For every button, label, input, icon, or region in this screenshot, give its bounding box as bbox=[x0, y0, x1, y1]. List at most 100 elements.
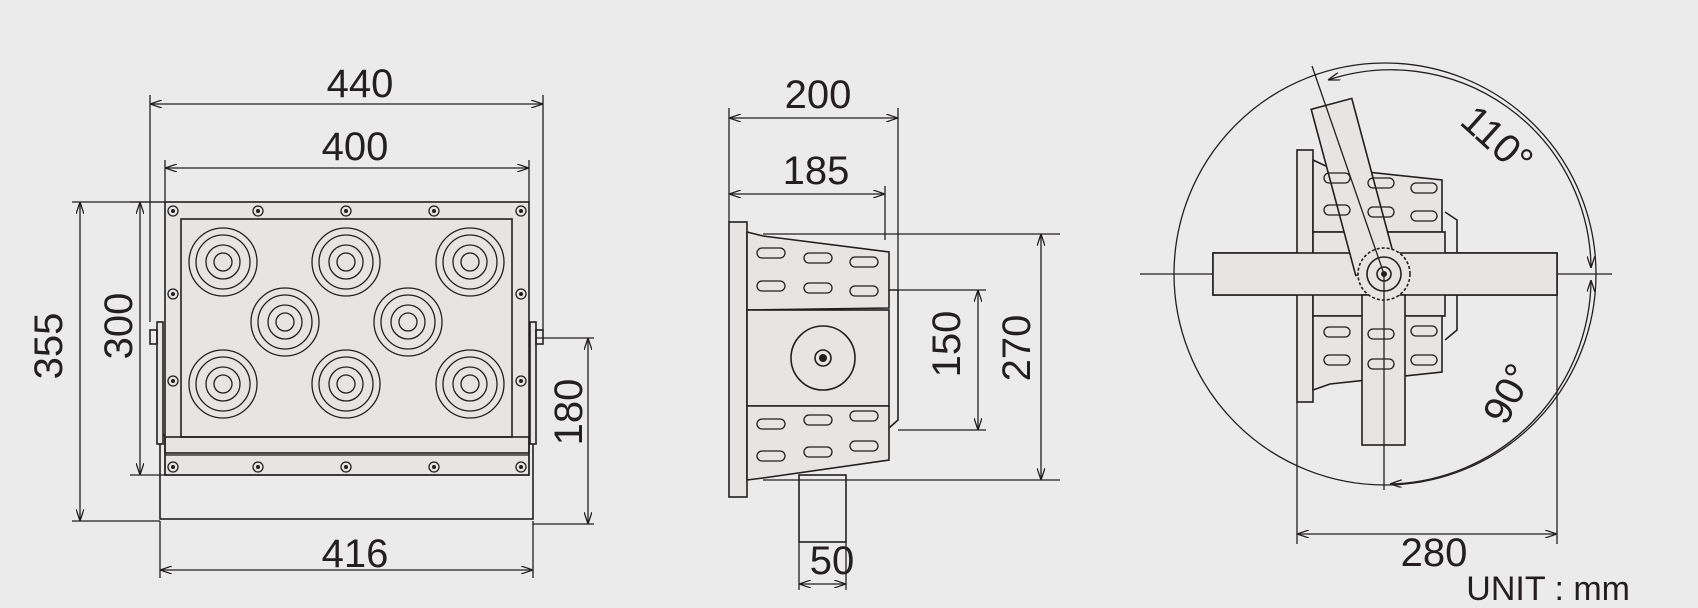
side-rear-box bbox=[888, 289, 899, 429]
lens-ring bbox=[460, 374, 480, 394]
vent-slot bbox=[803, 252, 833, 264]
vent-slot bbox=[1323, 326, 1351, 338]
side-front-glass bbox=[728, 221, 748, 498]
lens-ring bbox=[311, 227, 381, 297]
led-lens-group bbox=[188, 227, 505, 419]
rotation-view: 110° 90° 280 bbox=[1140, 62, 1612, 575]
dim-front-height-inner: 300 bbox=[97, 201, 165, 476]
screw bbox=[428, 205, 440, 217]
lens-ring bbox=[452, 244, 488, 280]
dim-label-200: 200 bbox=[785, 73, 852, 117]
led-lens-7 bbox=[311, 349, 381, 419]
lens-plate bbox=[180, 218, 513, 438]
screw bbox=[515, 205, 527, 217]
lens-ring bbox=[213, 252, 233, 272]
led-lens-8 bbox=[435, 349, 505, 419]
vent-slot bbox=[756, 418, 786, 430]
lens-ring bbox=[435, 227, 505, 297]
lens-ring bbox=[460, 252, 480, 272]
lens-ring bbox=[373, 287, 443, 357]
frame-screws bbox=[167, 205, 527, 473]
dim-side-height-mid: 150 bbox=[898, 289, 986, 431]
dim-label-400: 400 bbox=[322, 125, 389, 169]
vent-slot bbox=[803, 414, 833, 426]
screw bbox=[252, 205, 264, 217]
bottom-rail bbox=[164, 454, 530, 476]
lens-ring bbox=[311, 349, 381, 419]
dim-front-bracket-height: 180 bbox=[533, 337, 594, 525]
screw-center bbox=[519, 209, 523, 213]
dim-side-mount-width: 50 bbox=[798, 539, 855, 590]
lens-ring bbox=[257, 294, 313, 350]
vent-slot bbox=[803, 282, 833, 294]
dim-front-width-inner: 400 bbox=[164, 125, 530, 202]
screw bbox=[252, 461, 264, 473]
screw-center bbox=[519, 465, 523, 469]
screw bbox=[167, 205, 179, 217]
lens-ring bbox=[398, 312, 418, 332]
lens-ring bbox=[188, 227, 258, 297]
dim-label-270: 270 bbox=[995, 315, 1039, 382]
lens-ring bbox=[205, 366, 241, 402]
dim-front-height-outer: 355 bbox=[27, 201, 165, 522]
vent-slot bbox=[1323, 354, 1351, 366]
dim-label-185: 185 bbox=[783, 149, 850, 193]
screw bbox=[167, 288, 179, 300]
dim-front-base-width: 416 bbox=[159, 521, 534, 578]
led-lens-6 bbox=[188, 349, 258, 419]
lens-ring bbox=[275, 312, 295, 332]
vent-slot bbox=[849, 410, 879, 422]
screw-center bbox=[344, 465, 348, 469]
screw bbox=[515, 375, 527, 387]
led-lens-3 bbox=[435, 227, 505, 297]
lens-ring bbox=[195, 356, 251, 412]
side-vent-slots bbox=[756, 247, 879, 462]
screw-center bbox=[256, 209, 260, 213]
side-housing-top bbox=[746, 230, 890, 311]
side-mount-post bbox=[798, 474, 847, 543]
vent-slot bbox=[849, 440, 879, 452]
angle-arc-90 bbox=[1390, 280, 1591, 484]
lens-ring bbox=[328, 244, 364, 280]
dim-label-416: 416 bbox=[322, 532, 389, 576]
lens-ring bbox=[452, 366, 488, 402]
side-pivot-bolt bbox=[814, 349, 832, 367]
side-housing-bottom bbox=[746, 405, 890, 481]
dim-rotation-width: 280 bbox=[1296, 295, 1558, 575]
lens-ring bbox=[188, 349, 258, 419]
screw bbox=[515, 461, 527, 473]
dim-side-depth-outer: 200 bbox=[728, 73, 899, 290]
lens-ring bbox=[318, 234, 374, 290]
vent-slot bbox=[803, 446, 833, 458]
right-bracket-knob bbox=[535, 329, 544, 345]
screw-center bbox=[256, 465, 260, 469]
screw-center bbox=[171, 209, 175, 213]
dim-label-300: 300 bbox=[97, 293, 141, 360]
side-view: 200 185 150 270 50 bbox=[728, 73, 1060, 590]
screw-center bbox=[432, 465, 436, 469]
right-bracket bbox=[529, 321, 537, 445]
dim-label-440: 440 bbox=[327, 62, 394, 106]
dim-label-280: 280 bbox=[1401, 531, 1468, 575]
dim-label-180: 180 bbox=[547, 379, 591, 446]
screw-center bbox=[432, 209, 436, 213]
dim-label-150: 150 bbox=[925, 311, 969, 378]
lens-ring bbox=[442, 234, 498, 290]
left-bracket bbox=[156, 321, 164, 445]
screw-center bbox=[171, 379, 175, 383]
led-lens-4 bbox=[250, 287, 320, 357]
vent-slot bbox=[849, 256, 879, 268]
lens-ring bbox=[250, 287, 320, 357]
lens-ring bbox=[390, 304, 426, 340]
dim-label-50: 50 bbox=[810, 539, 855, 583]
lens-ring bbox=[435, 349, 505, 419]
screw-center bbox=[519, 292, 523, 296]
screw-center bbox=[171, 292, 175, 296]
led-lens-1 bbox=[188, 227, 258, 297]
lens-ring bbox=[328, 366, 364, 402]
lens-ring bbox=[380, 294, 436, 350]
angle-label-90: 90° bbox=[1475, 357, 1542, 431]
front-view: 440 400 355 300 180 bbox=[27, 62, 594, 578]
lens-ring bbox=[213, 374, 233, 394]
angle-arc-110 bbox=[1328, 69, 1591, 268]
